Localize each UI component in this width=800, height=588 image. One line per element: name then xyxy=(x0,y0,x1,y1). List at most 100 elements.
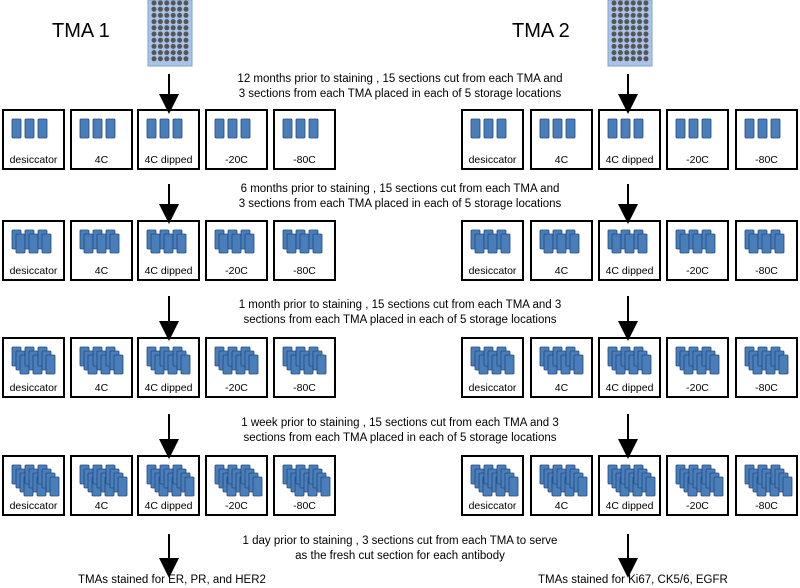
tma1-block-core xyxy=(183,50,189,56)
tma2-storage-label: -20C xyxy=(686,382,709,394)
tma1-storage-label: -80C xyxy=(293,154,316,166)
tma2-block-core xyxy=(630,37,636,43)
tma2-slide xyxy=(624,233,635,254)
tma1-block-core xyxy=(157,43,163,49)
tma1-storage-label: 4C xyxy=(95,265,109,277)
tma2-slide xyxy=(573,354,584,375)
tma1-block-core xyxy=(157,6,163,12)
tma2-block-core xyxy=(630,50,636,56)
tma1-slide xyxy=(113,354,124,375)
tma1-storage-label: -80C xyxy=(293,500,316,512)
tma1-block-core xyxy=(151,0,157,6)
step-4-line-2: sections from each TMA placed in each of… xyxy=(243,432,557,444)
tma2-slide xyxy=(770,118,781,139)
tma1-block-core xyxy=(157,0,163,6)
tma2-slide xyxy=(500,233,511,254)
tma2-storage-label: -80C xyxy=(755,265,778,277)
tma1-slide xyxy=(308,118,319,139)
tma2-slide xyxy=(543,233,554,254)
tma1-slide xyxy=(172,118,183,139)
tma1-block-core xyxy=(151,37,157,43)
tma2-slide xyxy=(692,233,703,254)
tma1-block-core xyxy=(177,25,183,31)
tma2-storage-label: -80C xyxy=(755,500,778,512)
tma1-block-core xyxy=(177,31,183,37)
tma1-slide xyxy=(240,118,251,139)
tma1-block-core xyxy=(170,50,176,56)
tma1-block-core xyxy=(151,31,157,37)
tma2-block-core xyxy=(643,6,649,12)
tma1-slide xyxy=(105,118,116,139)
tma2-block-core xyxy=(643,31,649,37)
tma1-block-core xyxy=(164,12,170,18)
tma2-storage-label: desiccator xyxy=(469,265,517,277)
tma2-storage-label: 4C dipped xyxy=(606,500,654,512)
tma2-block-core xyxy=(617,37,623,43)
tma1-slide xyxy=(49,476,60,497)
tma2-block-core xyxy=(611,6,617,12)
tma1-block-core xyxy=(177,43,183,49)
tma1-slide xyxy=(92,118,103,139)
tma1-slide xyxy=(312,233,323,254)
tma2-block-core xyxy=(643,37,649,43)
tma1-slide xyxy=(299,233,310,254)
tma1-block-core xyxy=(170,37,176,43)
tma1-slide xyxy=(96,233,107,254)
tma2-block-core xyxy=(624,0,630,6)
tma2-slide xyxy=(474,233,485,254)
tma2-block-core xyxy=(630,12,636,18)
tma2-slide xyxy=(709,354,720,375)
tma1-block-core xyxy=(151,19,157,25)
tma1-result: TMAs stained for ER, PR, and HER2 xyxy=(78,574,266,586)
tma1-storage-label: desiccator xyxy=(10,265,58,277)
tma1-slide xyxy=(282,118,293,139)
tma1-slide xyxy=(244,233,255,254)
tma2-block-core xyxy=(630,19,636,25)
tma1-slide xyxy=(146,118,157,139)
tma2-storage-label: -80C xyxy=(755,154,778,166)
tma2-block-core xyxy=(630,6,636,12)
tma1-block-core xyxy=(177,6,183,12)
tma1-slide xyxy=(163,233,174,254)
tma2-storage-label: -80C xyxy=(755,382,778,394)
tma1-slide xyxy=(28,233,39,254)
step-text-2: 6 months prior to staining , 15 sections… xyxy=(215,182,585,212)
tma1-storage-label: 4C xyxy=(95,382,109,394)
tma2-block-core xyxy=(611,25,617,31)
tma1-block-core xyxy=(157,37,163,43)
tma2-slide xyxy=(496,118,507,139)
tma2-slide xyxy=(637,233,648,254)
tma2-block-core xyxy=(630,31,636,37)
tma1-slide xyxy=(218,233,229,254)
tma2-block-core xyxy=(643,25,649,31)
tma1-block-core xyxy=(183,25,189,31)
tma1-storage-label: 4C dipped xyxy=(145,154,193,166)
tma2-block-core xyxy=(617,25,623,31)
tma1-block-core xyxy=(157,56,163,62)
tma1-slide xyxy=(11,118,22,139)
tma1-block-core xyxy=(164,56,170,62)
step-text-4: 1 week prior to staining , 15 sections c… xyxy=(215,416,585,446)
tma2-slide xyxy=(774,233,785,254)
tma1-block-core xyxy=(151,6,157,12)
tma1-storage-label: 4C xyxy=(95,154,109,166)
tma1-block-core xyxy=(183,31,189,37)
tma1-slide xyxy=(248,354,259,375)
tma1-slide xyxy=(286,233,297,254)
tma1-block-core xyxy=(164,0,170,6)
tma2-block-core xyxy=(617,12,623,18)
tma1-slide xyxy=(252,476,263,497)
tma1-block-core xyxy=(170,43,176,49)
tma1-slide xyxy=(184,476,195,497)
tma2-slide xyxy=(483,118,494,139)
tma1-block-core xyxy=(170,12,176,18)
tma1-block-core xyxy=(170,25,176,31)
tma2-slide xyxy=(508,476,519,497)
tma2-storage-label: 4C xyxy=(555,265,569,277)
tma2-block-core xyxy=(637,43,643,49)
tma2-slide xyxy=(701,118,712,139)
tma1-block-core xyxy=(164,31,170,37)
tma2-block-core xyxy=(643,56,649,62)
tma1-slide xyxy=(15,233,26,254)
step-1-line-2: 3 sections from each TMA placed in each … xyxy=(238,88,562,100)
